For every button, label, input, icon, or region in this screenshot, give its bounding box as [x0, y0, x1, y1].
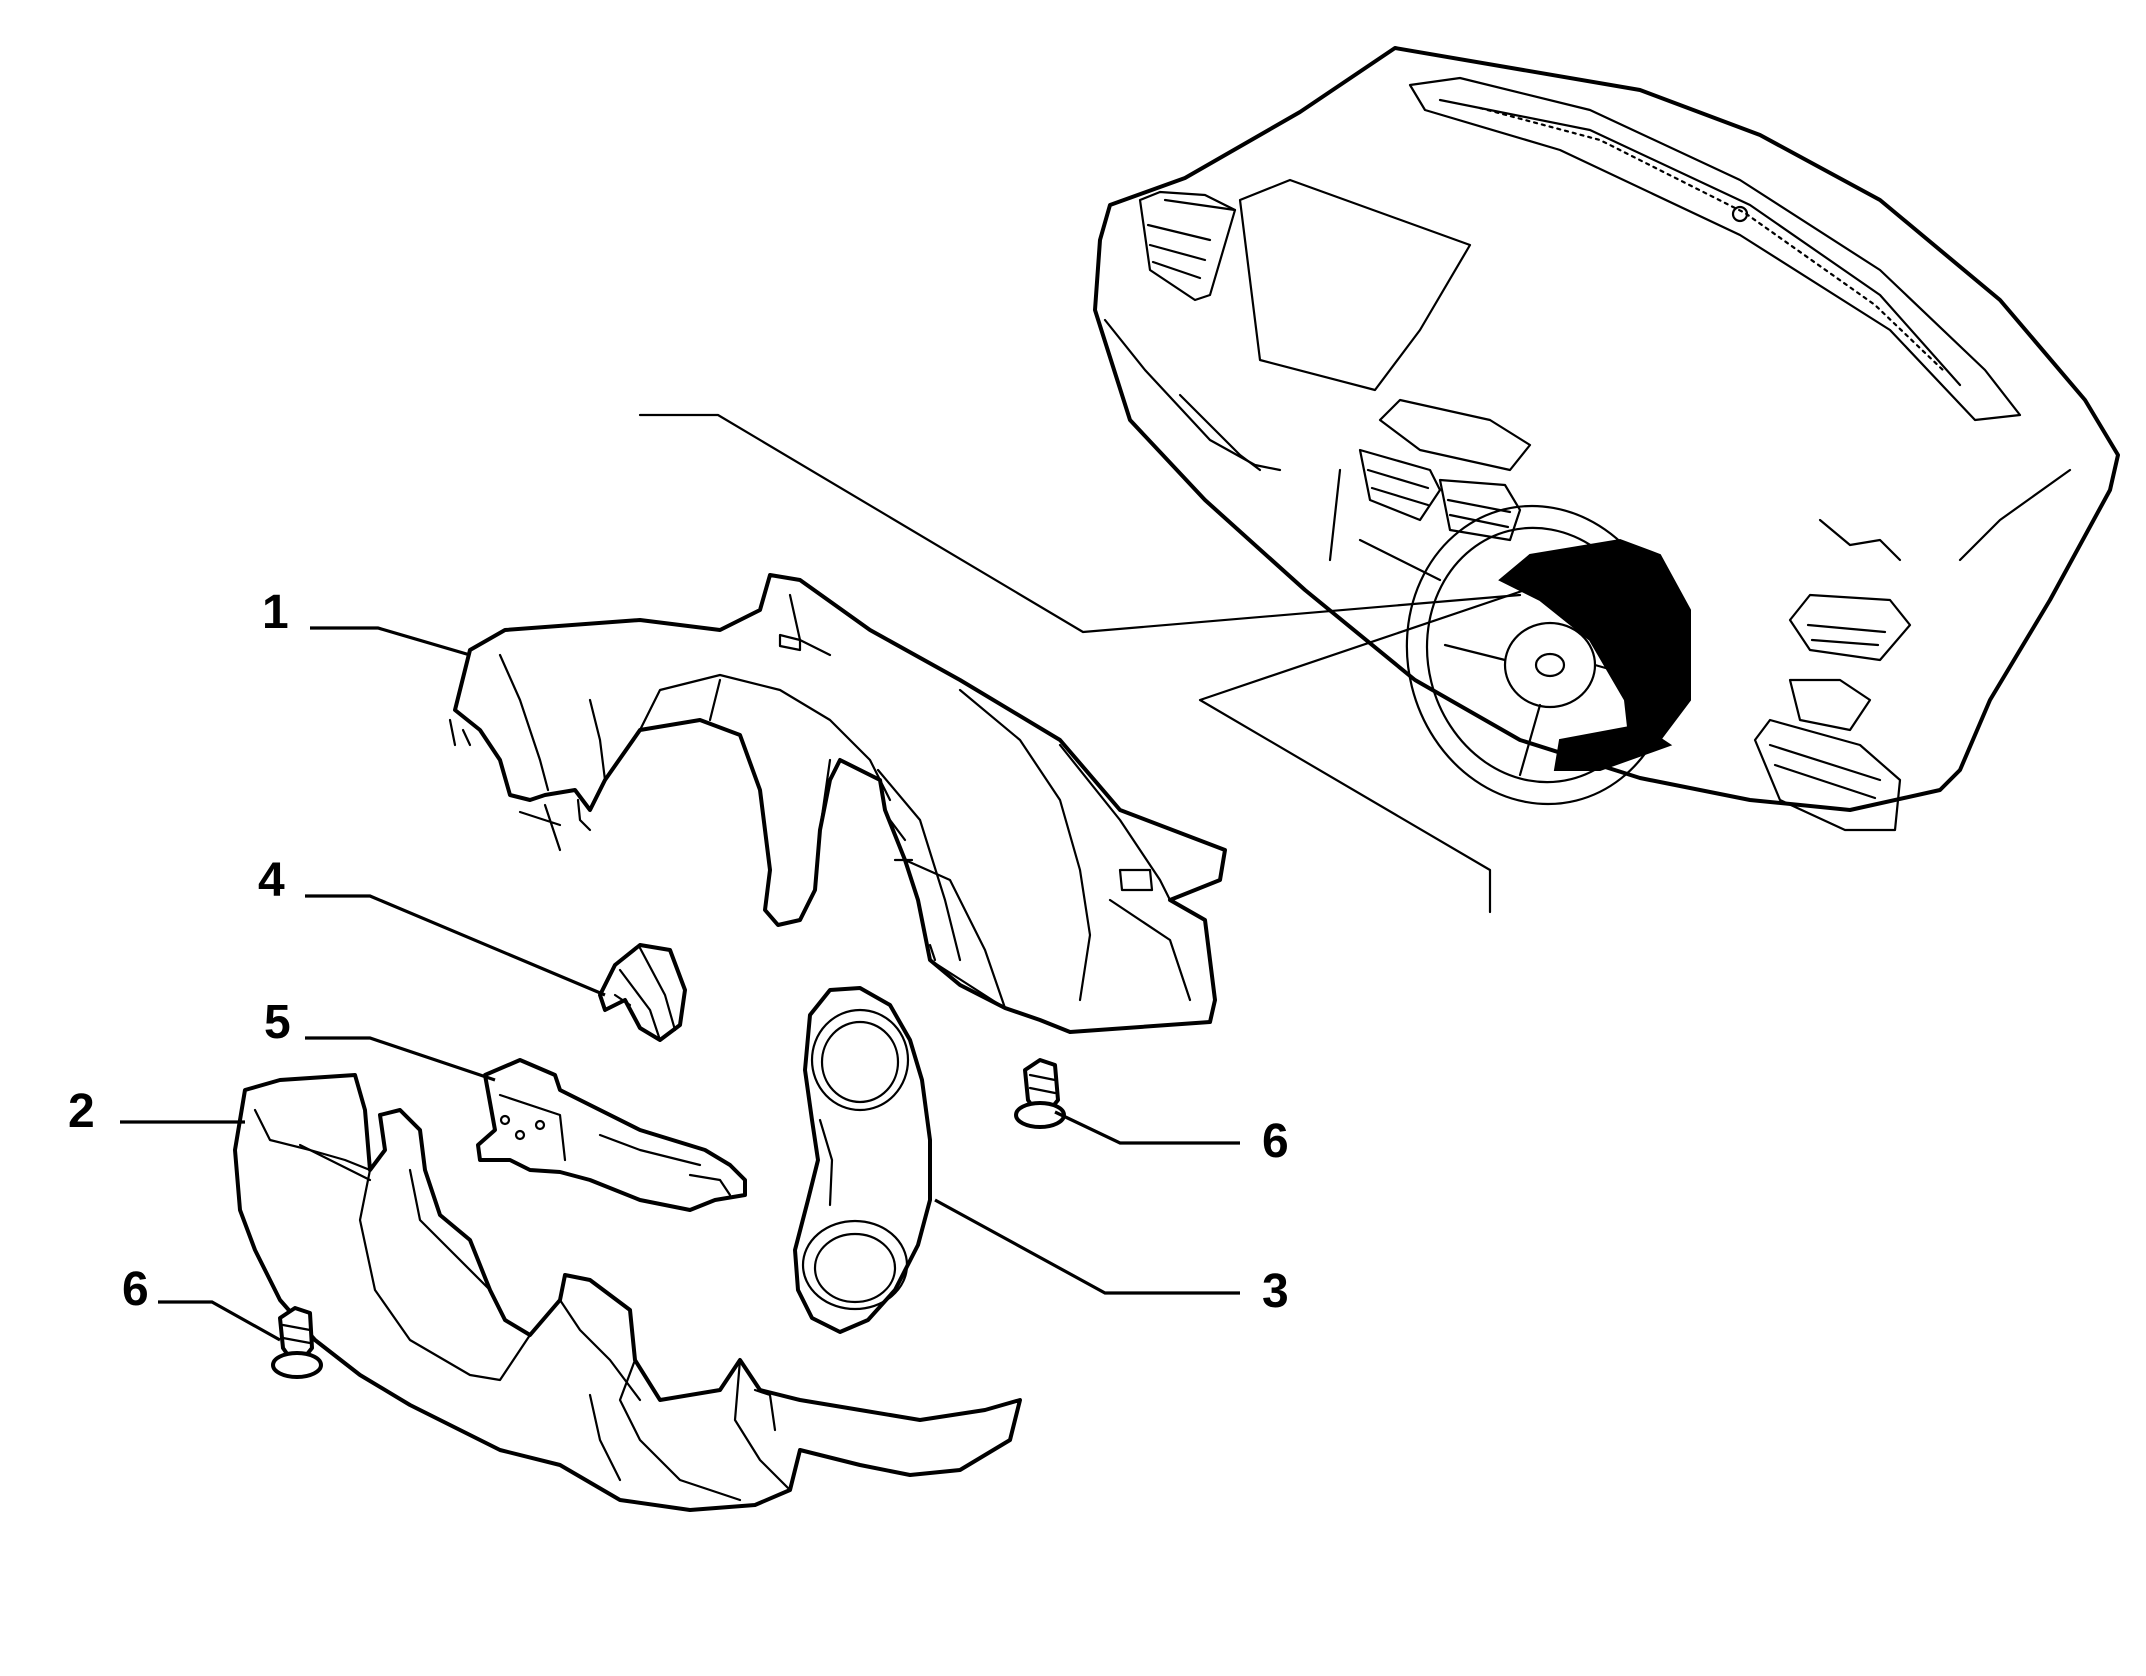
inset-pointer-line-lower: [1198, 588, 1527, 914]
bracket-part: [476, 1058, 747, 1212]
clip-part: [598, 943, 687, 1042]
callout-4: 4: [258, 854, 285, 907]
screw-part-left: [271, 1306, 323, 1379]
callout-3: 3: [1262, 1265, 1289, 1318]
leader-1: [310, 626, 471, 657]
leader-3: [934, 1198, 1240, 1295]
side-trim-part: [793, 986, 932, 1334]
callout-6-right: 6: [1262, 1115, 1289, 1168]
upper-shroud-part: [448, 573, 1227, 1034]
callout-labels: 1 4 5 2 6 3 6: [68, 586, 1289, 1318]
callout-6-left: 6: [122, 1263, 149, 1316]
leader-lines: [120, 626, 1240, 1342]
callout-1: 1: [262, 586, 289, 639]
leader-6a: [1054, 1110, 1240, 1145]
callout-2: 2: [68, 1085, 95, 1138]
leader-5: [305, 1036, 496, 1082]
callout-5: 5: [264, 996, 291, 1049]
dashboard-overview: [1093, 46, 2120, 832]
inset-pointer-line: [638, 413, 1522, 634]
leader-6b: [158, 1300, 281, 1342]
leader-4: [305, 894, 606, 997]
lower-shroud-part: [233, 1073, 1022, 1512]
screw-part-right: [1014, 1058, 1066, 1129]
